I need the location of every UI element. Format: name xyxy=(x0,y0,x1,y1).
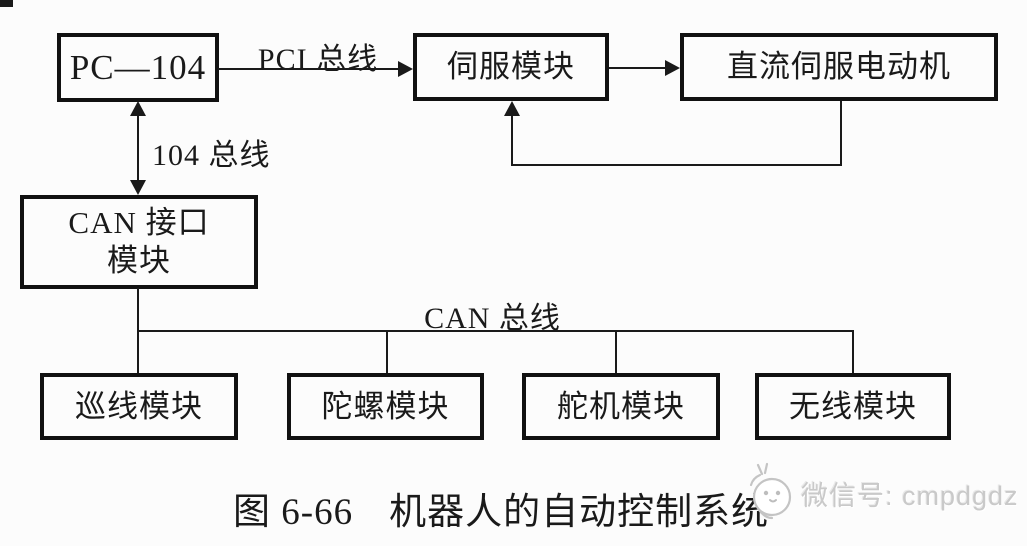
box-wireless-module: 无线模块 xyxy=(755,373,951,440)
box-dc-servo-motor: 直流伺服电动机 xyxy=(680,33,998,101)
bus104-line-vertical xyxy=(137,113,139,183)
can-bus-line xyxy=(137,330,854,332)
pci-bus-line xyxy=(218,68,400,70)
can-interface-line1: CAN 接口 xyxy=(68,205,210,240)
box-line-patrol-module: 巡线模块 xyxy=(40,373,238,440)
bus104-arrowhead-up-icon xyxy=(130,101,146,116)
figure-title: 机器人的自动控制系统 xyxy=(389,492,770,533)
can-interface-line2: 模块 xyxy=(106,243,171,278)
servo-to-motor-arrowhead-icon xyxy=(665,60,680,76)
box-gyro-module: 陀螺模块 xyxy=(287,373,484,440)
box-gyro-module-label: 陀螺模块 xyxy=(321,388,450,424)
watermark-text: 微信号: cmpdgdz xyxy=(801,480,1019,511)
can-bus-drop-gyro xyxy=(386,331,388,373)
feedback-line-left-vertical xyxy=(511,114,513,166)
figure-number: 图 6-66 xyxy=(233,492,354,533)
servo-to-motor-line xyxy=(609,67,666,69)
can-bus-drop-steering xyxy=(615,331,617,373)
watermark: 微信号: cmpdgdz xyxy=(745,462,1019,524)
box-dc-servo-motor-label: 直流伺服电动机 xyxy=(727,49,951,85)
bus104-arrowhead-down-icon xyxy=(130,180,146,195)
feedback-arrowhead-icon xyxy=(504,101,520,116)
chick-mascot-icon xyxy=(749,462,792,520)
box-servo-module-label: 伺服模块 xyxy=(447,49,575,85)
box-line-patrol-module-label: 巡线模块 xyxy=(75,388,203,424)
box-steering-gear-module: 舵机模块 xyxy=(522,373,720,440)
box-servo-module: 伺服模块 xyxy=(413,33,609,101)
box-can-interface-module: CAN 接口 模块 xyxy=(20,195,258,289)
box-pc104: PC—104 xyxy=(57,33,219,102)
pci-bus-arrowhead-icon xyxy=(398,61,413,77)
feedback-line-bottom-horizontal xyxy=(511,164,842,166)
box-steering-gear-module-label: 舵机模块 xyxy=(557,388,685,424)
scan-artifact-mark xyxy=(0,0,13,7)
pci-bus-label: PCI 总线 xyxy=(257,43,379,76)
figure-caption: 图 6-66 机器人的自动控制系统 xyxy=(233,481,769,535)
bus104-label: 104 总线 xyxy=(152,139,271,172)
can-bus-drop-wireless xyxy=(852,331,854,373)
feedback-line-right-vertical xyxy=(840,101,842,166)
box-wireless-module-label: 无线模块 xyxy=(789,388,917,424)
can-bus-label: CAN 总线 xyxy=(424,302,561,335)
box-can-interface-module-label: CAN 接口 模块 xyxy=(68,204,209,280)
box-pc104-label: PC—104 xyxy=(69,47,207,87)
